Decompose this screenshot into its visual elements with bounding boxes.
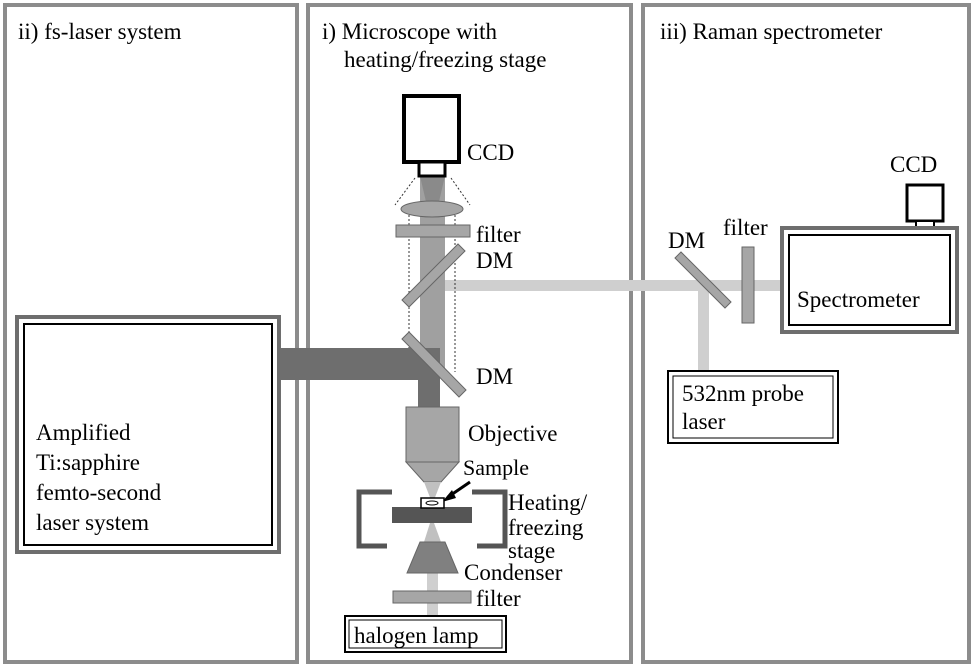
signal-cone <box>420 176 445 206</box>
panel-microscope-title-line1: i) Microscope with <box>322 19 498 44</box>
focus-cone-top <box>424 482 441 500</box>
laser-box-line1: Amplified <box>36 420 131 445</box>
raman-filter-label: filter <box>723 215 768 240</box>
stage-bracket-right <box>472 489 508 549</box>
objective-tip <box>404 461 461 483</box>
spectrometer-box-outer <box>780 226 959 334</box>
microscope-filter-bottom <box>392 590 472 604</box>
stage-label-line2: freezing <box>508 515 584 540</box>
objective-body <box>405 406 460 463</box>
microscope-ccd-body <box>402 94 461 164</box>
stage-bracket-left <box>356 489 392 549</box>
probe-laser-box-inner <box>672 375 834 439</box>
focus-cone-bottom <box>424 523 441 542</box>
spectrometer-box-inner <box>788 234 951 326</box>
laser-box-outer <box>15 315 281 554</box>
fs-beam-horizontal <box>280 348 432 380</box>
microscope-ccd-label: CCD <box>467 140 514 165</box>
sample-holder <box>420 497 445 509</box>
halogen-lamp-box-inner <box>348 619 503 649</box>
objective-label: Objective <box>468 421 557 446</box>
panel-microscope-frame <box>306 3 633 664</box>
microscope-ccd-mount <box>417 160 447 178</box>
panel-fs-laser-title: ii) fs-laser system <box>18 19 182 44</box>
probe-laser-line2: laser <box>682 409 726 434</box>
microscope-filter-top-label: filter <box>476 222 521 247</box>
panel-fs-laser-frame <box>3 3 299 664</box>
imaging-line-right <box>450 177 471 206</box>
dichroic-mirror-top <box>401 243 466 308</box>
sample-arrow-head <box>442 490 456 502</box>
condenser <box>406 541 459 574</box>
spectrometer-label: Spectrometer <box>797 287 920 312</box>
panel-raman-title: iii) Raman spectrometer <box>660 19 883 44</box>
halogen-lamp-label: halogen lamp <box>354 623 479 648</box>
sample-label: Sample <box>463 455 529 480</box>
raman-ccd <box>905 183 945 223</box>
laser-box-line3: femto-second <box>36 480 162 505</box>
dichroic-mirror-bottom <box>401 331 467 398</box>
laser-box-line4: laser system <box>36 510 149 535</box>
raman-ccd-label: CCD <box>890 152 937 177</box>
panel-microscope-title-line2: heating/freezing stage <box>344 47 546 72</box>
sample-dot <box>425 500 439 506</box>
halogen-lamp-box <box>344 615 507 653</box>
microscope-dm-bottom-label: DM <box>476 364 513 389</box>
condenser-label: Condenser <box>464 560 563 585</box>
microscope-filter-bottom-label: filter <box>476 586 521 611</box>
microscope-filter-top <box>395 224 471 238</box>
panel-raman-frame <box>641 3 971 664</box>
probe-beam-from-laser <box>698 291 709 371</box>
stage-label-line1: Heating/ <box>508 490 588 515</box>
laser-box-inner <box>23 323 273 546</box>
tube-lens <box>400 200 464 218</box>
stage-label-line3: stage <box>508 538 555 563</box>
probe-beam-horizontal <box>438 280 781 291</box>
raman-dm-label: DM <box>668 228 705 253</box>
raman-dichroic-mirror <box>674 251 732 309</box>
probe-laser-line1: 532nm probe <box>682 381 804 406</box>
probe-laser-box-outer <box>667 370 839 444</box>
imaging-line-left <box>394 177 416 206</box>
microscope-dm-top-label: DM <box>476 248 513 273</box>
stage-plate <box>392 507 472 523</box>
laser-box-line2: Ti:sapphire <box>36 450 140 475</box>
raman-filter <box>741 246 755 324</box>
